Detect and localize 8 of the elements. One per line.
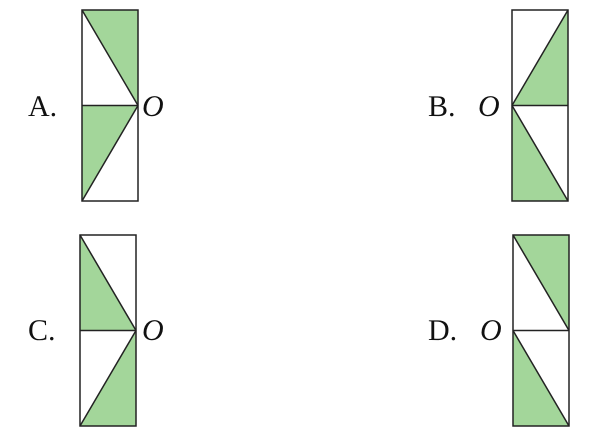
point-label: O [142,92,164,122]
option-label: D. [428,316,458,346]
point-label: O [142,316,164,346]
option-label: C. [28,316,56,346]
point-label: O [478,92,500,122]
option-label: A. [28,92,58,122]
option-label: B. [428,92,456,122]
point-label: O [480,316,502,346]
